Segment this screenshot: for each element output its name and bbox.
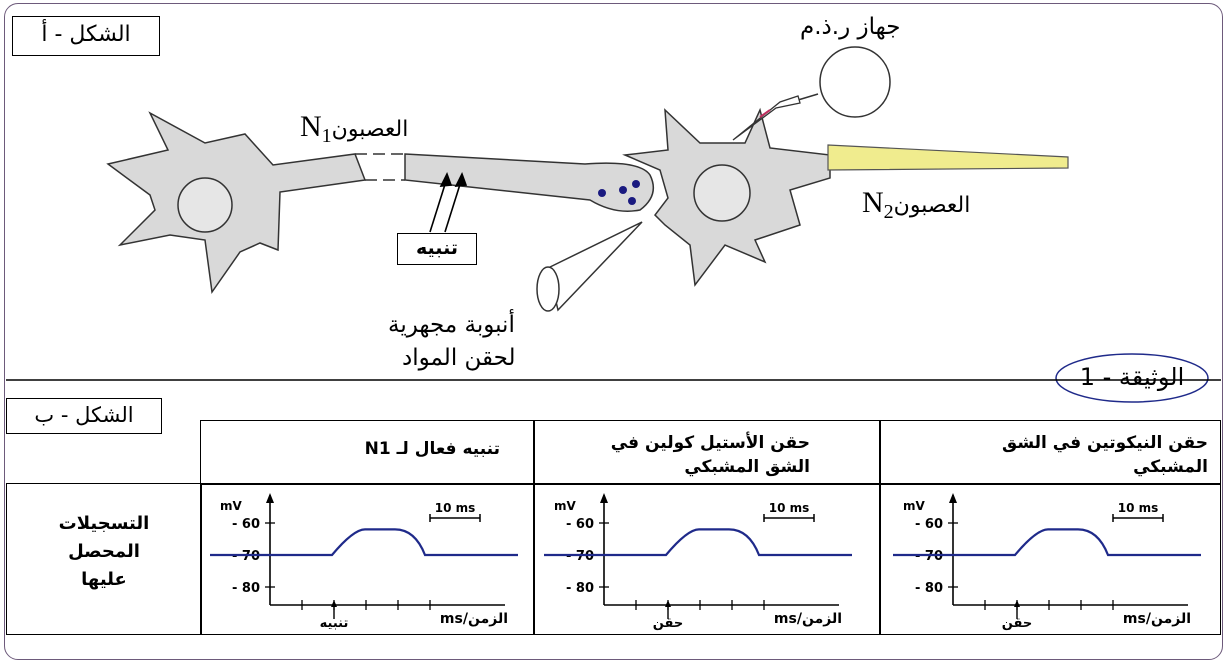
recording-trace [210,528,518,557]
y-tick-label: - 70 [915,549,943,564]
micropipette-label-line1: أنبوبة مجهرية [388,312,515,338]
event-label: تنبيه [320,616,349,631]
y-unit-label: mV [220,499,243,513]
neuron-n1-symbol: N [300,110,322,143]
graph-cell-1 [200,483,535,635]
row-label-line: المحصل [68,541,140,562]
neuron-n2-title: العصبون [893,193,971,218]
x-unit-label: ms/الزمن [440,611,508,627]
neuron-n1-body [106,111,367,295]
neuron-n2-nucleus [693,164,751,222]
event-label: حقن [653,616,683,631]
figure-b-label: الشكل - ب [6,398,162,434]
neuron-n1-sub: 1 [321,125,332,147]
scale-bar-label: 10 ms [769,501,810,515]
table-header-cell: تنبيه فعال لـ N1 [200,420,535,485]
scale-bar-label: 10 ms [435,501,476,515]
event-arrow-head [1014,600,1020,607]
figure-a-label: الشكل - أ [12,16,160,56]
event-arrow-head [331,600,337,607]
neuron-n1-axon [404,153,655,212]
y-tick-label: - 80 [566,581,594,596]
y-axis-arrow [266,493,274,503]
y-tick-label: - 60 [566,517,594,532]
x-unit-label: ms/الزمن [774,611,842,627]
column-header-1: تنبيه فعال لـ N1 [364,439,500,459]
x-unit-label: ms/الزمن [1123,611,1191,627]
y-tick-label: - 70 [232,549,260,564]
event-label: حقن [1002,616,1032,631]
neuron-n2-label: العصبون N2 [862,186,980,223]
neuron-n2-axon [827,144,1069,171]
column-header-3-line1: حقن النيكوتين في الشق [1002,433,1208,453]
neuron-n2-sub: 2 [883,201,894,223]
row-label-line: التسجيلات [58,513,150,534]
column-header-2-line1: حقن الأستيل كولين في [610,433,810,453]
document-frame [4,3,1223,660]
y-tick-label: - 60 [915,517,943,532]
column-header-2-line2: الشق المشبكي [684,457,810,477]
recording-trace [544,528,852,557]
event-arrow-head [665,600,671,607]
neuron-n1-label: العصبون N1 [300,110,418,147]
y-unit-label: mV [903,499,926,513]
column-header-3-line2: المشبكي [1133,457,1208,477]
recording-device [819,46,891,118]
document-label: الوثيقة - 1 [1079,363,1185,391]
table-header-cell: حقن الأستيل كولين في الشق المشبكي [533,420,881,485]
recording-device-label: جهاز ر.ذ.م [800,14,901,40]
y-tick-label: - 60 [232,517,260,532]
row-label-line: عليها [81,569,127,590]
graph-cell-3 [879,483,1221,635]
y-tick-label: - 80 [232,581,260,596]
neuron-n1-title: العصبون [331,117,409,142]
table-header-cell: حقن النيكوتين في الشق المشبكي [879,420,1221,485]
y-tick-label: - 70 [566,549,594,564]
graph-cell-2 [533,483,881,635]
neuron-n2-symbol: N [862,186,884,219]
y-axis-arrow [600,493,608,503]
row-label-cell: التسجيلات المحصل عليها [6,483,202,635]
y-tick-label: - 80 [915,581,943,596]
recording-electrode [732,95,801,141]
neuron-n1-nucleus [177,177,233,233]
y-axis-arrow [949,493,957,503]
synaptic-vesicles [598,180,640,205]
micropipette-label-line2: لحقن المواد [402,345,516,371]
y-unit-label: mV [554,499,577,513]
recording-trace [893,528,1201,557]
stimulus-arrows [429,171,468,233]
stimulus-label: تنبيه [397,233,477,265]
scale-bar-label: 10 ms [1118,501,1159,515]
